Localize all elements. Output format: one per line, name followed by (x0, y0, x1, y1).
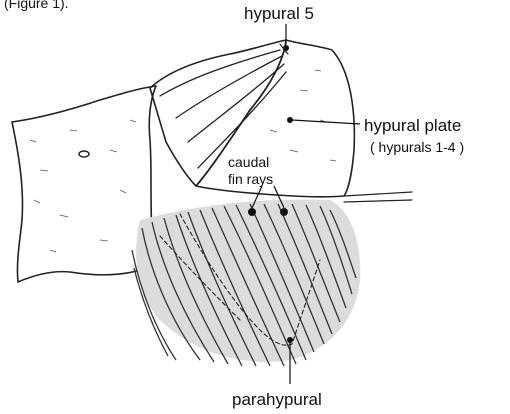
label-hypural-plate: hypural plate (364, 116, 461, 135)
vertebra (12, 86, 156, 282)
label-caudal: caudal (228, 154, 269, 170)
caption-fragment: (Figure 1). (4, 0, 69, 11)
caudal-fin-ray-field (132, 200, 360, 366)
label-hypural-5: hypural 5 (244, 4, 314, 23)
label-hypural-plate-sub: ( hypurals 1-4 ) (370, 139, 464, 155)
fin-ray-dot-1 (248, 208, 256, 216)
fin-ray-dot-2 (280, 208, 288, 216)
hypural-plate-leader (292, 120, 360, 124)
label-parahypural: parahypural (232, 390, 322, 409)
label-fin-rays: fin rays (228, 171, 273, 187)
